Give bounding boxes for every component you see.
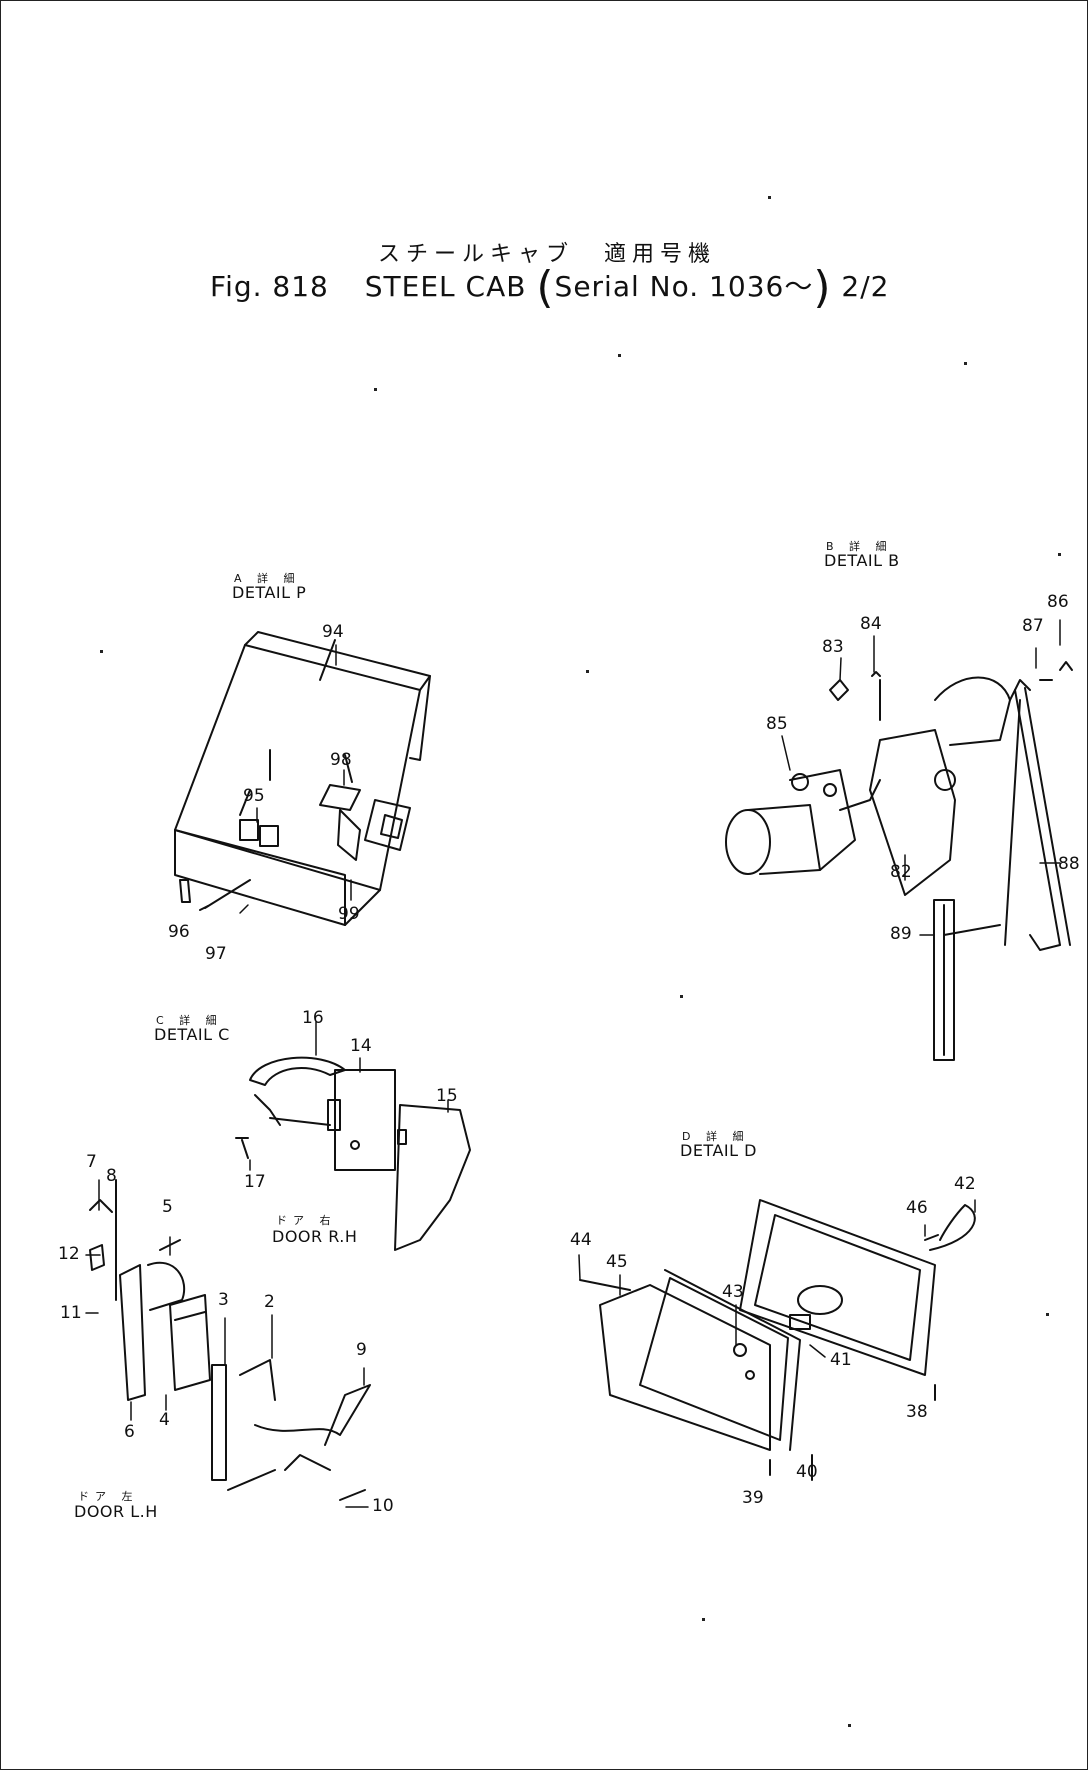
detail-p-assembly [174, 631, 431, 926]
callout-96: 96 [168, 922, 190, 942]
callout-3: 3 [218, 1290, 229, 1310]
detail-c-assembly [235, 1056, 471, 1251]
callout-41: 41 [830, 1350, 852, 1370]
door-rh-label: DOOR R.H [272, 1227, 358, 1246]
detail-b-label: DETAIL B [824, 551, 900, 570]
callout-14: 14 [350, 1036, 372, 1056]
callout-8: 8 [106, 1166, 117, 1186]
callout-86: 86 [1047, 592, 1069, 612]
callout-39: 39 [742, 1488, 764, 1508]
scan-speck [374, 388, 377, 391]
detail-d-label: DETAIL D [680, 1141, 757, 1160]
door-lh-jp: ドア 左 [78, 1490, 139, 1503]
callout-40: 40 [796, 1462, 818, 1482]
callout-87: 87 [1022, 616, 1044, 636]
callout-85: 85 [766, 714, 788, 734]
figure-title: Fig. 818 STEEL CAB (Serial No. 1036～) 2/… [210, 262, 890, 313]
callout-98: 98 [330, 750, 352, 770]
scan-speck [964, 362, 967, 365]
callout-4: 4 [159, 1410, 170, 1430]
callout-89: 89 [890, 924, 912, 944]
detail-d-assembly [579, 1199, 976, 1481]
callout-82: 82 [890, 862, 912, 882]
callout-44: 44 [570, 1230, 592, 1250]
callout-9: 9 [356, 1340, 367, 1360]
callout-46: 46 [906, 1198, 928, 1218]
callout-99: 99 [338, 904, 360, 924]
callout-42: 42 [954, 1174, 976, 1194]
callout-6: 6 [124, 1422, 135, 1442]
detail-b-jp: B 詳 細 [826, 540, 893, 553]
scan-speck [1046, 1313, 1049, 1316]
callout-45: 45 [606, 1252, 628, 1272]
door-rh-jp: ドア 右 [276, 1214, 337, 1227]
door-lh-label: DOOR L.H [74, 1502, 158, 1521]
callout-88: 88 [1058, 854, 1080, 874]
callout-43: 43 [722, 1282, 744, 1302]
callout-17: 17 [244, 1172, 266, 1192]
scan-speck [100, 650, 103, 653]
callout-95: 95 [243, 786, 265, 806]
callout-38: 38 [906, 1402, 928, 1422]
callout-12: 12 [58, 1244, 80, 1264]
scan-speck [768, 196, 771, 199]
scan-speck [1058, 553, 1061, 556]
fig-number: Fig. 818 [210, 270, 329, 303]
callout-15: 15 [436, 1086, 458, 1106]
scan-speck [702, 1618, 705, 1621]
scan-speck [848, 1724, 851, 1727]
callout-5: 5 [162, 1197, 173, 1217]
callout-7: 7 [86, 1152, 97, 1172]
title-japanese: スチールキャブ適用号機 [378, 242, 717, 267]
callout-2: 2 [264, 1292, 275, 1312]
callout-94: 94 [322, 622, 344, 642]
detail-p-jp: A 詳 細 [234, 572, 301, 585]
callout-97: 97 [205, 944, 227, 964]
callout-84: 84 [860, 614, 882, 634]
callout-11: 11 [60, 1303, 82, 1323]
scan-speck [680, 995, 683, 998]
callout-10: 10 [372, 1496, 394, 1516]
detail-p-label: DETAIL P [232, 583, 307, 602]
callout-83: 83 [822, 637, 844, 657]
detail-c-jp: C 詳 細 [156, 1014, 223, 1027]
callout-16: 16 [302, 1008, 324, 1028]
callout-leaders [85, 619, 1061, 1508]
part-title: STEEL CAB [364, 270, 527, 303]
scan-speck [586, 670, 589, 673]
scan-speck [618, 354, 621, 357]
detail-c-label: DETAIL C [154, 1025, 230, 1044]
detail-b-assembly [725, 661, 1073, 1061]
detail-d-jp: D 詳 細 [682, 1130, 750, 1143]
page-indicator: 2/2 [841, 270, 890, 303]
serial-range: Serial No. 1036～ [554, 270, 814, 303]
